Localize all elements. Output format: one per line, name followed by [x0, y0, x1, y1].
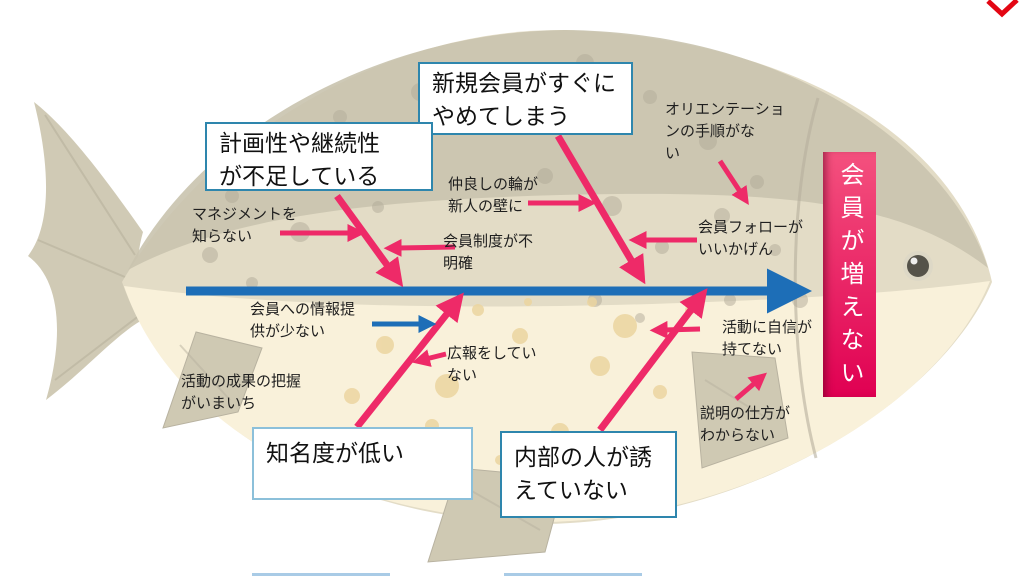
cause-label-orientation: オリエンテーショ ンの手順がな い [665, 101, 785, 162]
cutoff-line-left [252, 573, 390, 576]
cause-label-seika: 活動の成果の把握 がいまいち [181, 373, 302, 412]
cause-box-keikaku: 計画性や継続性 が不足している [205, 122, 433, 191]
sub-arrow-jishin [649, 320, 701, 339]
sub-arrow-koho [412, 349, 447, 367]
fish-eye [903, 251, 933, 281]
bone-arrow-chimeido [354, 292, 464, 430]
cause-label-nakayoshi: 仲良しの輪が 新人の壁に [448, 176, 539, 215]
cause-label-koho: 広報をしてい ない [447, 345, 537, 384]
corner-red-mark [986, 0, 1019, 18]
cause-label-setsumei: 説明の仕方が わからない [700, 405, 791, 444]
cause-label-jishin: 活動に自信が 持てない [722, 319, 813, 358]
cause-box-shinki: 新規会員がすぐに やめてしまう [418, 62, 633, 135]
cause-box-naibu: 内部の人が誘 えていない [500, 431, 677, 518]
fish-tail [28, 102, 146, 400]
cause-label-follow: 会員フォローが いいかげん [698, 219, 804, 258]
sub-arrow-setsumei [734, 372, 767, 401]
cause-label-management: マネジメントを 知らない [192, 206, 298, 245]
sub-arrow-seido [383, 238, 456, 257]
cause-box-chimeido: 知名度が低い [252, 427, 473, 500]
effect-label: 会員が増えない [836, 162, 863, 393]
bone-arrow-naibu [597, 288, 708, 433]
cutoff-line-right [504, 573, 642, 576]
effect-box: 会員が増えない [823, 152, 876, 397]
cause-label-joho: 会員への情報提 供が少ない [250, 301, 356, 340]
sub-arrow-orientation [717, 159, 749, 206]
cause-label-seido: 会員制度が不 明確 [443, 233, 534, 272]
